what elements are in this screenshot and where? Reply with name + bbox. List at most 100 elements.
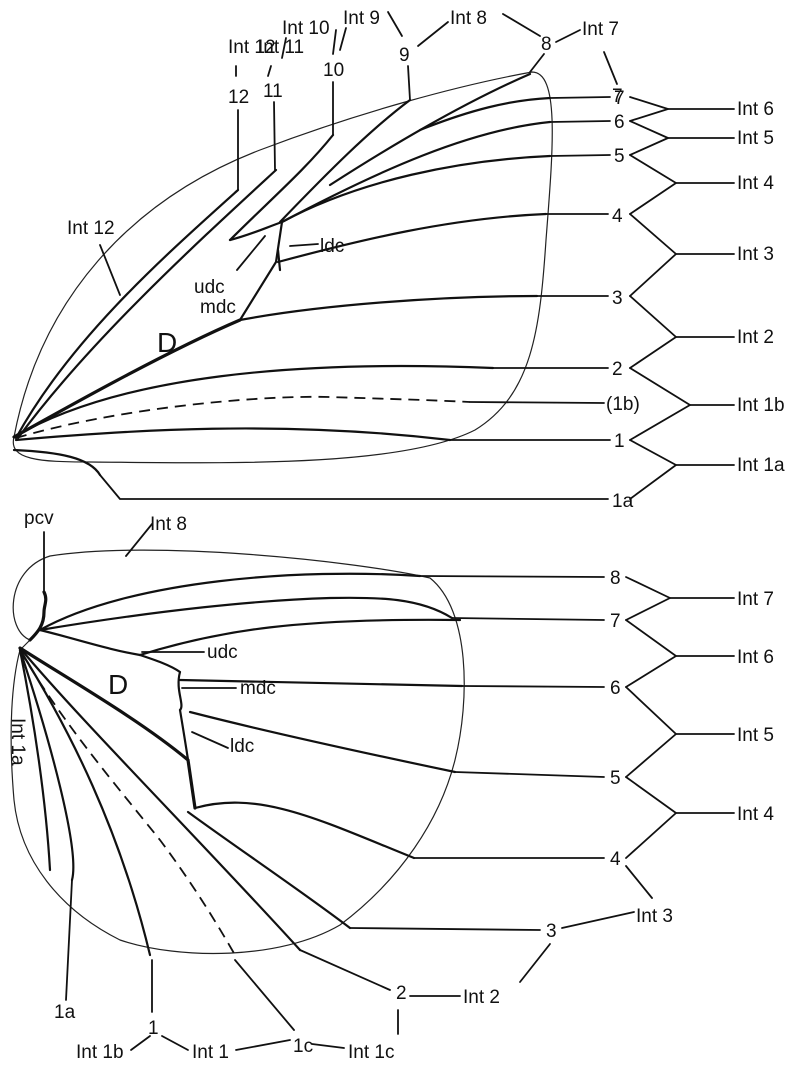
hw-udc-label: udc <box>207 642 238 663</box>
leader-hw-int1b <box>130 1035 151 1051</box>
leader-fw-int8b <box>502 13 541 37</box>
leader-fw-int11b <box>281 37 287 59</box>
forewing-int12-label: Int 12 <box>67 218 115 239</box>
hw-crossvein-ldc <box>178 708 197 810</box>
hw-ldc-label: ldc <box>230 736 254 757</box>
vein-2 <box>12 364 495 439</box>
fw-vein-label-9: 9 <box>399 45 410 66</box>
hw-bottom-1c: 1c <box>293 1036 313 1057</box>
bracket-fw-int4 <box>629 154 677 215</box>
hw-mdc-label: mdc <box>240 678 276 699</box>
bracket-hw-int7 <box>625 576 671 621</box>
fw-right-1b: (1b) <box>606 394 640 415</box>
vein-12 <box>14 188 240 440</box>
fw-vein-label-7-top: 7 <box>612 86 623 107</box>
crossvein-udc <box>228 220 284 242</box>
leader-ldc <box>289 243 319 247</box>
hw-int7: Int 7 <box>737 589 774 610</box>
hw-cell-letter: D <box>108 669 128 700</box>
leader-hw-int1 <box>161 1035 189 1051</box>
leader-fw-int11a <box>267 65 272 77</box>
hw-crossvein-udc <box>138 653 182 674</box>
hw-vein-inner <box>18 648 52 872</box>
leader-hw-5 <box>454 771 605 778</box>
hw-vein-top-cell <box>38 628 142 657</box>
fw-right-6: 6 <box>614 112 625 133</box>
hw-vein-1b <box>18 648 75 882</box>
hw-cell-lower-vein <box>18 646 197 810</box>
leader-fw-int9 <box>387 11 403 37</box>
fw-right-7: 7 <box>614 88 625 109</box>
fw-top-int12: Int 12 <box>228 37 276 58</box>
hw-right-4: 4 <box>610 849 621 870</box>
leader-fw-9 <box>407 65 411 101</box>
forewing-cell-letter: D <box>157 327 177 358</box>
bracket-hw-int4 <box>625 776 677 859</box>
hw-int6: Int 6 <box>737 647 774 668</box>
fw-right-2: 2 <box>612 359 623 380</box>
hw-vein-6b <box>178 678 464 688</box>
fw-vein-label-11: 11 <box>263 81 283 102</box>
forewing-outline <box>12 71 553 464</box>
hw-vein-2 <box>18 646 302 952</box>
fw-int4: Int 4 <box>737 173 774 194</box>
leader-hw-1c <box>234 959 295 1031</box>
vein-1 <box>14 427 452 442</box>
hw-bottom-1: 1 <box>148 1018 159 1039</box>
vein-9 <box>278 98 412 224</box>
vein-7 <box>418 96 552 132</box>
hw-int5: Int 5 <box>737 725 774 746</box>
fw-int5: Int 5 <box>737 128 774 149</box>
leader-fw-int7a <box>555 29 581 43</box>
leader-fw-int8a <box>417 21 449 47</box>
hw-bottom-1a: 1a <box>54 1002 76 1023</box>
hw-bottom-int1c: Int 1c <box>348 1042 394 1063</box>
hw-right-3: 3 <box>546 921 557 942</box>
hw-int4: Int 4 <box>737 804 774 825</box>
hindwing: D udc mdc ldc Int 8 pcv Int 1a 8 7 6 5 4… <box>7 508 774 1063</box>
vein-8 <box>328 72 532 187</box>
vein-3 <box>238 294 539 322</box>
bracket-fw-int2 <box>629 295 677 369</box>
vein-11 <box>16 168 278 440</box>
fw-vein-label-8-top: 8 <box>541 34 552 55</box>
hw-right-5: 5 <box>610 768 621 789</box>
hw-right-7: 7 <box>610 611 621 632</box>
hw-vein-1c <box>19 649 236 956</box>
bracket-hw-int5 <box>625 686 677 778</box>
leader-hw-7 <box>451 617 605 621</box>
bracket-fw-int6 <box>629 96 669 122</box>
vein-1a <box>12 448 102 477</box>
hw-int8-label: Int 8 <box>150 514 187 535</box>
forewing-udc-label: udc <box>194 277 225 298</box>
leader-fw-5 <box>549 154 611 157</box>
fw-top-int11: Int 11 <box>258 37 304 58</box>
leader-hw-1a <box>65 879 73 1001</box>
vein-6 <box>280 120 552 224</box>
vein-4 <box>276 212 548 264</box>
line-hw-int2b <box>519 943 551 983</box>
hw-vein-8 <box>38 572 422 632</box>
leader-hw-3 <box>349 927 541 931</box>
fw-int1b: Int 1b <box>737 395 785 416</box>
leader-hw-int1c <box>311 1043 345 1049</box>
hw-int2: Int 2 <box>463 987 500 1008</box>
hw-crossvein-mdc <box>177 670 183 712</box>
bracket-fw-int5 <box>629 120 669 156</box>
leader-int12 <box>99 244 121 296</box>
leader-fw-1a <box>99 474 609 500</box>
fw-top-int9: Int 9 <box>343 8 380 29</box>
fw-right-1a: 1a <box>612 491 634 512</box>
bracket-fw-int1a <box>629 439 677 500</box>
hw-right-8: 8 <box>610 568 621 589</box>
hw-vein-5 <box>188 710 457 774</box>
fw-vein-label-12: 12 <box>228 87 249 108</box>
hw-vein-3 <box>186 810 352 930</box>
leader-hw-int8 <box>125 523 153 557</box>
fw-int3: Int 3 <box>737 244 774 265</box>
leader-fw-11 <box>273 101 276 171</box>
fw-right-5: 5 <box>614 146 625 167</box>
leader-hw-2 <box>299 949 391 991</box>
fw-right-4: 4 <box>612 206 623 227</box>
